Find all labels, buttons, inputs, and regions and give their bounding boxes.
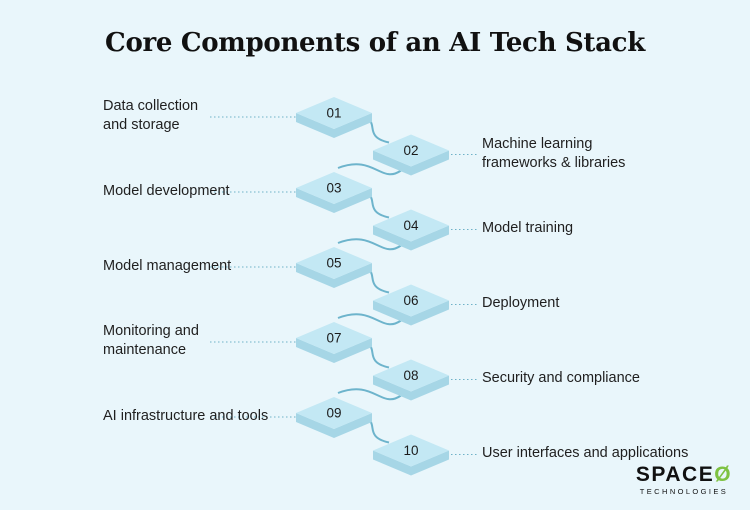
connector-line xyxy=(337,313,402,326)
step-diamond-09: 09 xyxy=(296,397,372,438)
step-number: 02 xyxy=(403,143,418,158)
step-diamond-05: 05 xyxy=(296,247,372,288)
diamond-side xyxy=(296,338,372,363)
diamond-side xyxy=(296,113,372,138)
step-label-04: Model training xyxy=(482,220,574,236)
connector-line xyxy=(337,388,402,401)
step-number: 08 xyxy=(403,368,418,383)
diamond-top xyxy=(296,322,372,354)
step-diamond-03: 03 xyxy=(296,172,372,213)
diamond-top xyxy=(296,172,372,204)
step-number: 01 xyxy=(326,106,341,121)
diamond-top xyxy=(373,209,449,242)
connector-line xyxy=(337,163,402,176)
step-diamond-10: 10 xyxy=(373,434,449,476)
diamond-side xyxy=(373,300,449,326)
diamond-top xyxy=(296,97,372,129)
diamond-side xyxy=(373,450,449,476)
logo-accent-icon: Ø xyxy=(714,463,733,486)
diamond-side xyxy=(296,188,372,213)
step-diamond-07: 07 xyxy=(296,322,372,363)
diamond-side xyxy=(296,263,372,288)
diamond-side xyxy=(373,375,449,401)
step-number: 06 xyxy=(403,293,418,308)
step-label-06: Deployment xyxy=(482,295,560,311)
diamond-side xyxy=(296,413,372,438)
logo-wordmark: SPACEØ xyxy=(634,464,734,486)
step-diamond-08: 08 xyxy=(373,359,449,401)
diamond-top xyxy=(373,284,449,317)
connector-line xyxy=(337,238,402,251)
logo-wordmark-prefix: SPACE xyxy=(635,463,715,486)
step-diamond-04: 04 xyxy=(373,209,449,251)
diamond-side xyxy=(373,225,449,251)
step-diamond-01: 01 xyxy=(296,97,372,138)
step-diamond-06: 06 xyxy=(373,284,449,326)
diamond-top xyxy=(296,397,372,429)
diamond-top xyxy=(373,434,449,467)
company-logo: SPACEØ TECHNOLOGIES xyxy=(634,464,734,497)
diamond-side xyxy=(373,150,449,176)
logo-subtitle: TECHNOLOGIES xyxy=(639,487,729,496)
step-label-05: Model management xyxy=(103,257,232,274)
diamond-top xyxy=(373,359,449,392)
step-number: 05 xyxy=(326,256,341,271)
step-label-03: Model development xyxy=(103,182,230,199)
step-label-08: Security and compliance xyxy=(482,370,640,386)
step-number: 09 xyxy=(326,406,341,421)
step-diamond-02: 02 xyxy=(373,134,449,176)
step-label-10: User interfaces and applications xyxy=(482,445,689,461)
page-title: Core Components of an AI Tech Stack xyxy=(105,28,645,58)
step-label-09: AI infrastructure and tools xyxy=(103,407,269,424)
step-number: 07 xyxy=(326,331,341,346)
step-number: 10 xyxy=(403,443,418,458)
step-number: 03 xyxy=(326,181,341,196)
diamond-top xyxy=(373,134,449,167)
diamond-top xyxy=(296,247,372,279)
step-number: 04 xyxy=(403,218,419,233)
